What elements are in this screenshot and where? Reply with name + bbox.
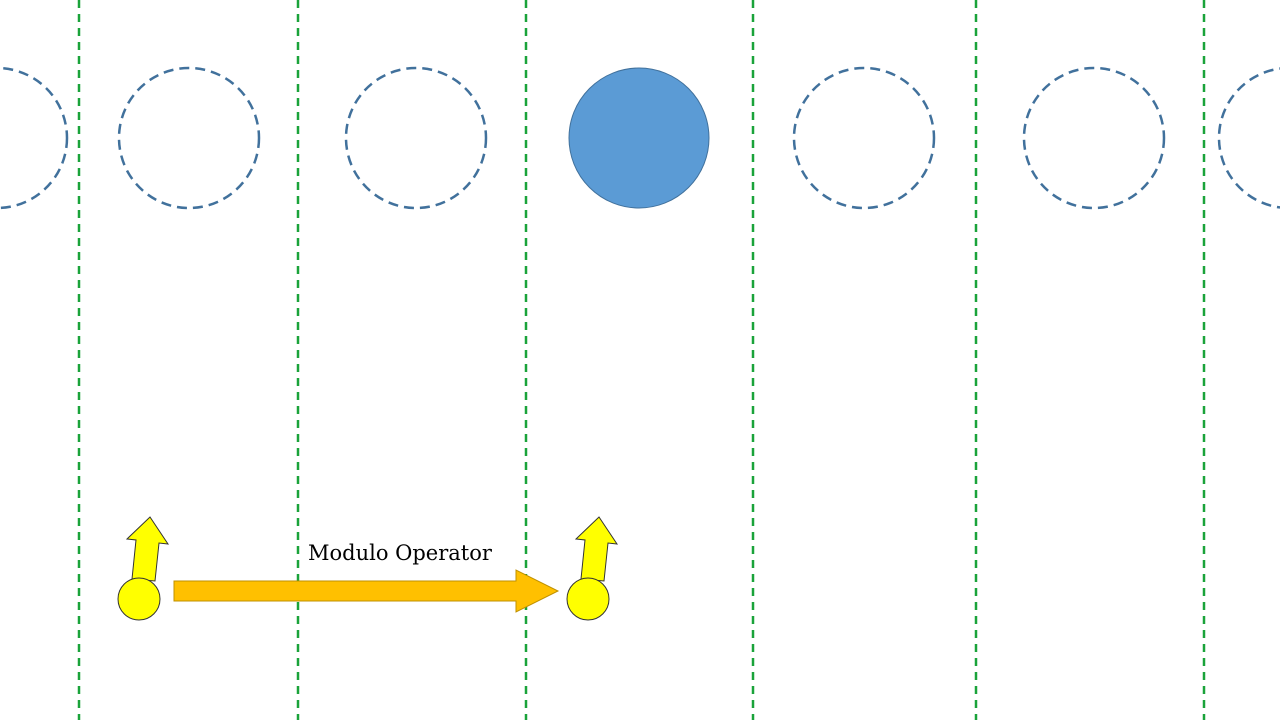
- agent-marker-left: [117, 516, 170, 621]
- ghost-circle: [344, 66, 488, 210]
- ghost-circle: [0, 66, 69, 210]
- ghost-circle: [117, 66, 261, 210]
- transfer-arrow-label: Modulo Operator: [308, 541, 492, 565]
- transfer-arrow-icon: [173, 569, 560, 613]
- ghost-circle: [1217, 67, 1280, 209]
- direction-arrow-icon: [125, 516, 170, 582]
- ghost-circle: [792, 66, 936, 210]
- direction-arrow-icon: [574, 516, 619, 582]
- agent-marker-right: [566, 516, 619, 621]
- filled-circle: [568, 67, 710, 209]
- position-circles: [0, 66, 1280, 210]
- agent-marker-icon: [566, 577, 610, 621]
- ghost-circle: [1022, 66, 1166, 210]
- agent-marker-icon: [117, 577, 161, 621]
- column-dividers: [77, 0, 1206, 720]
